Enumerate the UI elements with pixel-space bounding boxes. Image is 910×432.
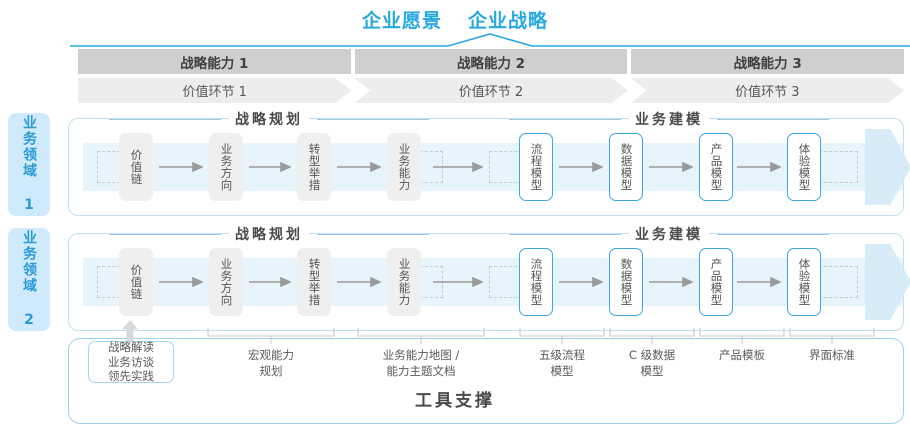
section-rule-right — [317, 118, 429, 120]
flow-arrow-icon — [337, 277, 381, 287]
flow-arrow-icon — [649, 162, 693, 172]
bottom-label-capability-map: 业务能力地图 / 能力主题文档 — [382, 348, 460, 378]
node-planning-4[interactable]: 业务能力 — [387, 133, 421, 201]
tent-connector-icon — [70, 33, 910, 47]
flow-arrow-icon — [737, 162, 781, 172]
section-label-modeling: 业务建模 — [629, 109, 709, 129]
node-modeling-2[interactable]: 数据模型 — [609, 248, 643, 316]
bottom-label-data-model: C 级数据 模型 — [628, 348, 676, 378]
flow-arrow-icon — [737, 277, 781, 287]
flow-arrow-icon — [649, 277, 693, 287]
flow-band-arrowhead-icon — [865, 129, 910, 205]
flow-band-2: 价值链 业务方向 转型举措 业务能力 流程模型 数据模型 产品模型 体验模型 — [69, 244, 910, 320]
bottom-label-product-template: 产品模板 — [719, 348, 765, 362]
title-strategy: 企业战略 — [468, 10, 549, 32]
node-planning-1[interactable]: 价值链 — [119, 248, 153, 316]
flow-arrow-icon — [249, 162, 291, 172]
node-modeling-3[interactable]: 产品模型 — [699, 133, 733, 201]
bottom-label-process-model: 五级流程 模型 — [539, 348, 585, 378]
footer-tool-support-label: 工具支撑 — [415, 391, 495, 411]
node-planning-2[interactable]: 业务方向 — [209, 133, 243, 201]
flow-arrow-icon — [249, 277, 291, 287]
bottom-label-ui-standard: 界面标准 — [809, 348, 855, 362]
section-label-modeling: 业务建模 — [629, 224, 709, 244]
node-planning-3[interactable]: 转型举措 — [297, 133, 331, 201]
node-planning-4[interactable]: 业务能力 — [387, 248, 421, 316]
section-rule-left — [109, 118, 221, 120]
bottom-label-macro-capability: 宏观能力 规划 — [248, 348, 294, 378]
section-header-planning-1: 战略规划 — [109, 109, 429, 129]
section-rule-left — [509, 118, 621, 120]
capability-header-row: 战略能力 1 战略能力 2 战略能力 3 — [78, 49, 905, 74]
flow-arrow-icon — [433, 277, 483, 287]
section-rule-left — [109, 233, 221, 235]
value-link-row: 价值环节 1 价值环节 2 价值环节 3 — [78, 78, 904, 103]
section-rule-left — [509, 233, 621, 235]
flow-arrow-icon — [159, 162, 203, 172]
flow-arrow-icon — [159, 277, 203, 287]
section-rule-right — [317, 233, 429, 235]
node-modeling-4[interactable]: 体验模型 — [787, 133, 821, 201]
node-planning-3[interactable]: 转型举措 — [297, 248, 331, 316]
domain-row-1: 战略规划 业务建模 价值链 业务方向 转型举措 业务能力 流程模型 数据模型 产… — [68, 109, 910, 216]
bottom-label-highlighted[interactable]: 战略解读 业务访谈 领先实践 — [88, 340, 174, 383]
section-label-planning: 战略规划 — [229, 109, 309, 129]
bracket-connectors-icon — [207, 328, 875, 344]
flow-arrow-icon — [559, 162, 603, 172]
section-label-planning: 战略规划 — [229, 224, 309, 244]
flow-band-arrowhead-icon — [865, 244, 910, 320]
capability-cell-3[interactable]: 战略能力 3 — [631, 49, 905, 74]
value-link-cell-2[interactable]: 价值环节 2 — [354, 78, 627, 103]
flow-arrow-icon — [433, 162, 483, 172]
node-planning-1[interactable]: 价值链 — [119, 133, 153, 201]
flow-arrow-icon — [559, 277, 603, 287]
node-modeling-1[interactable]: 流程模型 — [519, 248, 553, 316]
sidebar-domain-2[interactable]: 业务领域 2 — [8, 228, 50, 331]
flow-arrow-icon — [337, 162, 381, 172]
capability-cell-2[interactable]: 战略能力 2 — [354, 49, 628, 74]
node-planning-2[interactable]: 业务方向 — [209, 248, 243, 316]
node-modeling-3[interactable]: 产品模型 — [699, 248, 733, 316]
value-link-cell-3[interactable]: 价值环节 3 — [631, 78, 904, 103]
section-rule-right — [717, 118, 829, 120]
tool-support-container — [68, 338, 904, 424]
node-modeling-4[interactable]: 体验模型 — [787, 248, 821, 316]
section-header-modeling-1: 业务建模 — [509, 109, 829, 129]
diagram-title: 企业愿景 企业战略 — [0, 6, 910, 33]
section-header-planning-2: 战略规划 — [109, 224, 429, 244]
value-link-cell-1[interactable]: 价值环节 1 — [78, 78, 351, 103]
section-rule-right — [717, 233, 829, 235]
section-header-modeling-2: 业务建模 — [509, 224, 829, 244]
node-modeling-2[interactable]: 数据模型 — [609, 133, 643, 201]
flow-band-1: 价值链 业务方向 转型举措 业务能力 流程模型 数据模型 产品模型 体验模型 — [69, 129, 910, 205]
capability-cell-1[interactable]: 战略能力 1 — [78, 49, 351, 74]
node-modeling-1[interactable]: 流程模型 — [519, 133, 553, 201]
title-vision: 企业愿景 — [361, 10, 442, 32]
sidebar-domain-1[interactable]: 业务领域 1 — [8, 113, 50, 216]
domain-row-2: 战略规划 业务建模 价值链 业务方向 转型举措 业务能力 流程模型 数据模型 产… — [68, 224, 910, 331]
